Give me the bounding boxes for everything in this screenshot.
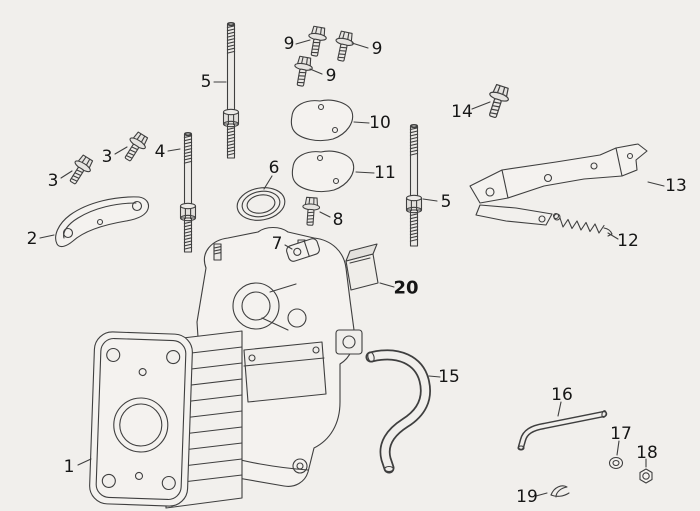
part-11-cover-plate: 11 [291, 150, 396, 193]
part-label-12: 12 [617, 231, 639, 251]
part-label-19: 19 [516, 487, 538, 507]
part-18-nut: 18 [636, 443, 658, 484]
part-label-17: 17 [610, 424, 632, 444]
part-19-clip-pin: 19 [516, 485, 570, 507]
part-6-seal-ring: 6 [236, 158, 286, 221]
cylinder-gasket [89, 331, 193, 507]
part-4-stud-bolt: 4 [155, 131, 197, 253]
leader-9b [351, 42, 369, 49]
head-valve-ports [232, 282, 307, 330]
part-9-bolt-b: 9 [331, 29, 383, 64]
part-2-curved-plate: 2 [27, 196, 150, 249]
leader-2 [39, 234, 55, 239]
part-label-11: 11 [374, 163, 396, 183]
leader-7 [284, 244, 293, 250]
part-7-small-plate: 7 [272, 234, 320, 262]
part-label-6: 6 [269, 158, 280, 178]
part-label-5a: 5 [201, 72, 212, 92]
part-label-5b: 5 [441, 192, 452, 212]
part-label-3b: 3 [48, 171, 59, 191]
part-15-breather-hose: 15 [365, 349, 460, 474]
leader-12 [607, 232, 619, 240]
part-17-washer: 17 [608, 424, 632, 470]
part-14-flange-bolt: 14 [451, 82, 513, 122]
part-3-flange-bolt-a: 3 [102, 129, 151, 167]
part-8-flange-bolt: 8 [301, 196, 344, 230]
part-label-3a: 3 [102, 147, 113, 167]
leader-20 [379, 282, 395, 288]
part-label-9b: 9 [372, 39, 383, 59]
part-label-13: 13 [665, 176, 687, 196]
head-side-flange [335, 329, 363, 355]
leader-4 [167, 148, 181, 152]
part-1-cylinder-head-assembly: 1 [64, 226, 363, 509]
part-label-10: 10 [369, 113, 391, 133]
part-label-20: 20 [393, 278, 418, 299]
part-label-2: 2 [27, 229, 38, 249]
leader-13 [647, 181, 665, 187]
leader-3b [60, 170, 73, 179]
leader-9c [309, 68, 323, 75]
leader-1 [77, 458, 92, 466]
part-13-control-bracket: 13 [469, 143, 687, 226]
part-9-bolt-a: 9 [284, 25, 329, 58]
part-label-16: 16 [551, 385, 573, 405]
leader-5b [422, 198, 438, 202]
leader-3a [114, 146, 128, 155]
leader-17 [616, 440, 620, 456]
part-label-4: 4 [155, 142, 166, 162]
leader-16 [557, 401, 562, 417]
part-5-stud-b: 5 [405, 123, 452, 247]
leader-15 [428, 375, 441, 378]
leader-11 [355, 171, 375, 174]
part-label-18: 18 [636, 443, 658, 463]
head-rocker-box [243, 283, 327, 403]
part-label-1: 1 [64, 457, 75, 477]
part-3-flange-bolt-b: 3 [48, 152, 96, 191]
leader-6 [263, 175, 273, 190]
part-10-cover-plate: 10 [290, 99, 391, 142]
leader-8 [319, 211, 331, 218]
part-label-8: 8 [333, 210, 344, 230]
part-label-9c: 9 [326, 66, 337, 86]
leader-19 [535, 492, 548, 497]
part-label-7: 7 [272, 234, 283, 254]
leader-10 [353, 121, 370, 124]
part-16-pipe-rod: 16 [517, 385, 608, 451]
part-9-bolt-c: 9 [291, 55, 337, 88]
leader-9a [295, 39, 311, 45]
part-label-9a: 9 [284, 34, 295, 54]
part-5-stud-a: 5 [201, 21, 240, 159]
part-20-rubber-block: 20 [345, 243, 419, 299]
leader-14 [471, 101, 491, 110]
part-label-15: 15 [438, 367, 460, 387]
part-12-spring: 12 [553, 213, 639, 251]
part-label-14: 14 [451, 102, 473, 122]
